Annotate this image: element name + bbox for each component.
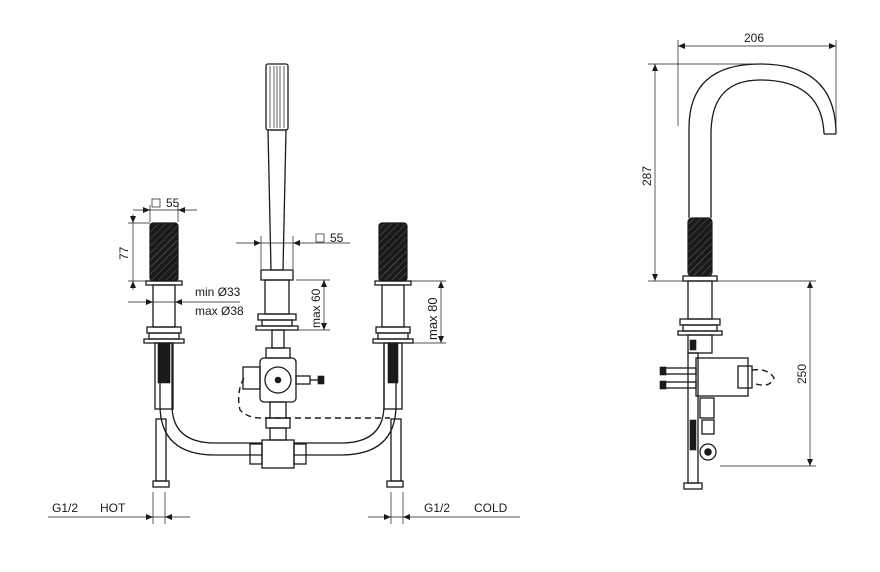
dim-diameter: min Ø33 max Ø38 <box>128 285 244 318</box>
cold-size-label: G1/2 <box>424 501 450 515</box>
hot-connection: G1/2 HOT <box>48 492 190 524</box>
square-left-value: 55 <box>166 196 180 210</box>
dim-max-center: max 60 <box>296 279 330 331</box>
hidden-hose <box>237 377 390 419</box>
hot-label: HOT <box>100 501 126 515</box>
side-view: 206 287 250 <box>640 31 837 490</box>
spout-grip <box>687 217 713 277</box>
side-width-value: 206 <box>744 31 764 45</box>
front-view: 55 77 min Ø33 max Ø38 55 <box>48 63 520 524</box>
square-center-value: 55 <box>330 231 344 245</box>
cold-connection: G1/2 COLD <box>368 492 520 524</box>
max-center-value: max 60 <box>309 288 323 328</box>
spout-inner <box>710 79 825 218</box>
hand-shower <box>255 63 299 331</box>
dim-square-center: 55 <box>236 231 350 269</box>
hot-size-label: G1/2 <box>52 501 78 515</box>
left-handle-knob <box>149 222 179 282</box>
dim-square-left: 55 <box>133 196 197 222</box>
max-right-value: max 80 <box>425 297 440 340</box>
right-handle <box>372 222 414 488</box>
min-diameter-value: min Ø33 <box>195 285 241 299</box>
side-diverter-box <box>695 357 749 397</box>
diverter-body <box>242 329 325 441</box>
dim-max-right: max 80 <box>411 280 446 344</box>
side-height-top-value: 287 <box>640 166 654 186</box>
dim-side-height-top: 287 <box>640 63 760 282</box>
cold-label: COLD <box>474 501 508 515</box>
side-height-bottom-value: 250 <box>795 364 809 384</box>
dim-height-left: 77 <box>117 214 150 290</box>
supply-hose <box>159 343 397 469</box>
right-handle-knob <box>378 222 408 282</box>
dim-side-width: 206 <box>677 31 837 126</box>
left-handle <box>143 222 185 488</box>
max-diameter-value: max Ø38 <box>195 304 244 318</box>
dim-side-height-bottom: 250 <box>717 280 816 467</box>
height-left-value: 77 <box>117 246 131 260</box>
